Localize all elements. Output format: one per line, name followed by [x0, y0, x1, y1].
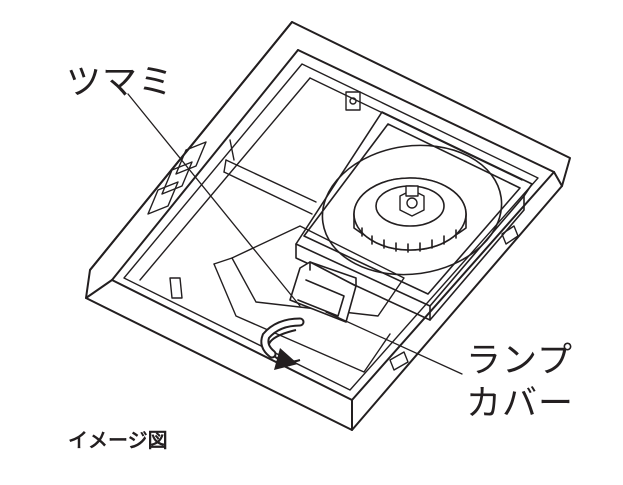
label-lamp-cover-line1: ランプ: [466, 341, 573, 381]
rotation-arrow-icon: [260, 317, 305, 370]
leader-lines: [127, 93, 463, 375]
hood-outer-frame: [85, 21, 571, 431]
label-lamp-cover: ランプ カバー: [466, 340, 574, 426]
mounting-clips: [169, 91, 519, 371]
leader-line-lamp-cover: [325, 311, 463, 375]
fan-housing: [295, 111, 533, 321]
label-knob: ツマミ: [66, 63, 175, 103]
lamp-cover: [289, 261, 357, 323]
screw-icon: [399, 185, 425, 217]
internal-rail: [223, 139, 317, 215]
label-lamp-cover-line2: カバー: [466, 384, 575, 424]
image-caption: イメージ図: [68, 428, 168, 452]
lamp-compartment: [213, 225, 405, 373]
leader-line-knob: [127, 93, 301, 307]
